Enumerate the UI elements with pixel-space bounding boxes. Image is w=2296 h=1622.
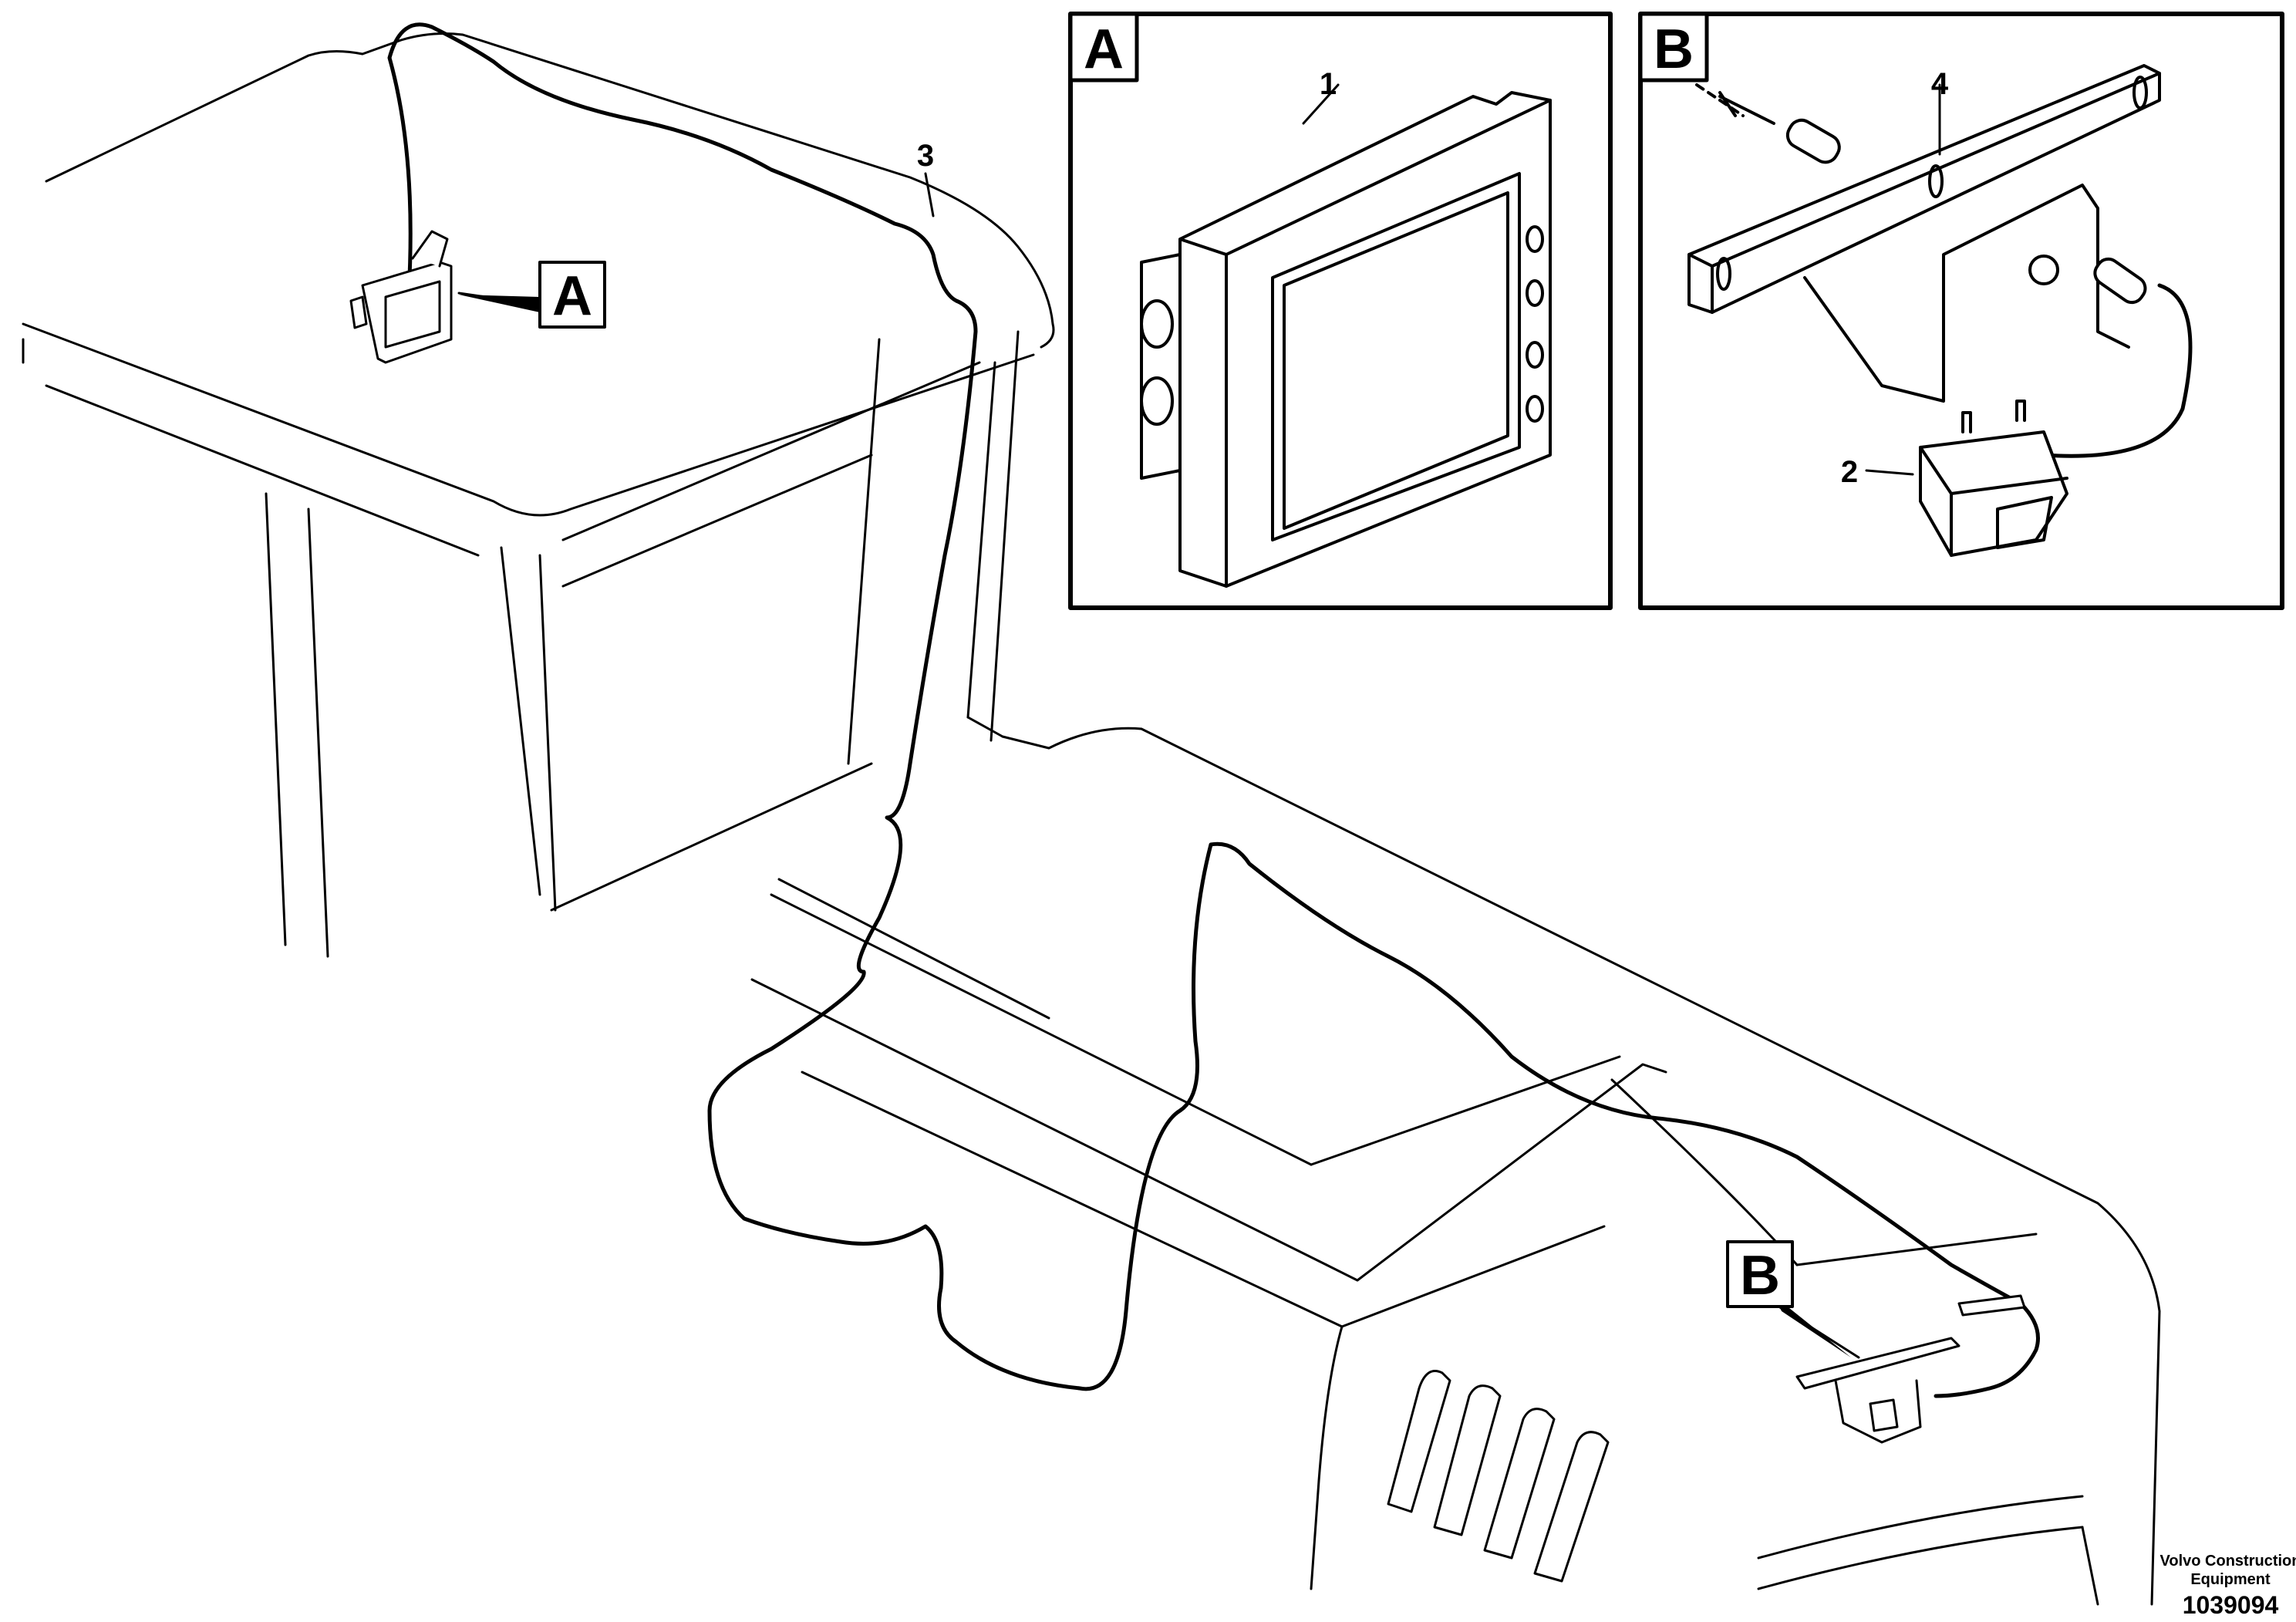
callout-1-label: 1 — [1320, 67, 1337, 101]
detail-a-letter: A — [1084, 19, 1124, 80]
monitor-detail — [1140, 83, 1552, 588]
callout-2-label: 2 — [1841, 455, 1858, 489]
bracket-detail — [1687, 64, 2193, 557]
part-number: 1039094 — [2183, 1591, 2279, 1619]
detail-a-letter-box — [1068, 12, 1139, 83]
brand-line-2: Equipment — [2190, 1571, 2271, 1588]
callout-4-label: 4 — [1931, 67, 1949, 101]
engine-hood-outline — [750, 727, 2161, 1606]
camera-cable — [387, 22, 2040, 1398]
label-box-b-main — [1726, 1240, 1794, 1308]
label-box-a-main — [538, 261, 606, 329]
callout-3-label: 3 — [917, 139, 934, 173]
camera-bracket-on-hood — [1795, 1294, 2026, 1444]
main-view-b-letter: B — [1740, 1245, 1780, 1307]
brand-line-1: Volvo Construction — [2160, 1553, 2296, 1570]
detail-b-letter: B — [1654, 19, 1694, 80]
cab-outline — [22, 32, 1055, 958]
leader-arrow-a — [459, 295, 540, 312]
main-view-a-letter: A — [552, 265, 592, 327]
callout-3-leader — [924, 172, 935, 218]
detail-b-letter-box — [1638, 12, 1709, 83]
leader-arrow-b — [1774, 1296, 1851, 1357]
monitor-on-dashboard — [349, 230, 453, 364]
